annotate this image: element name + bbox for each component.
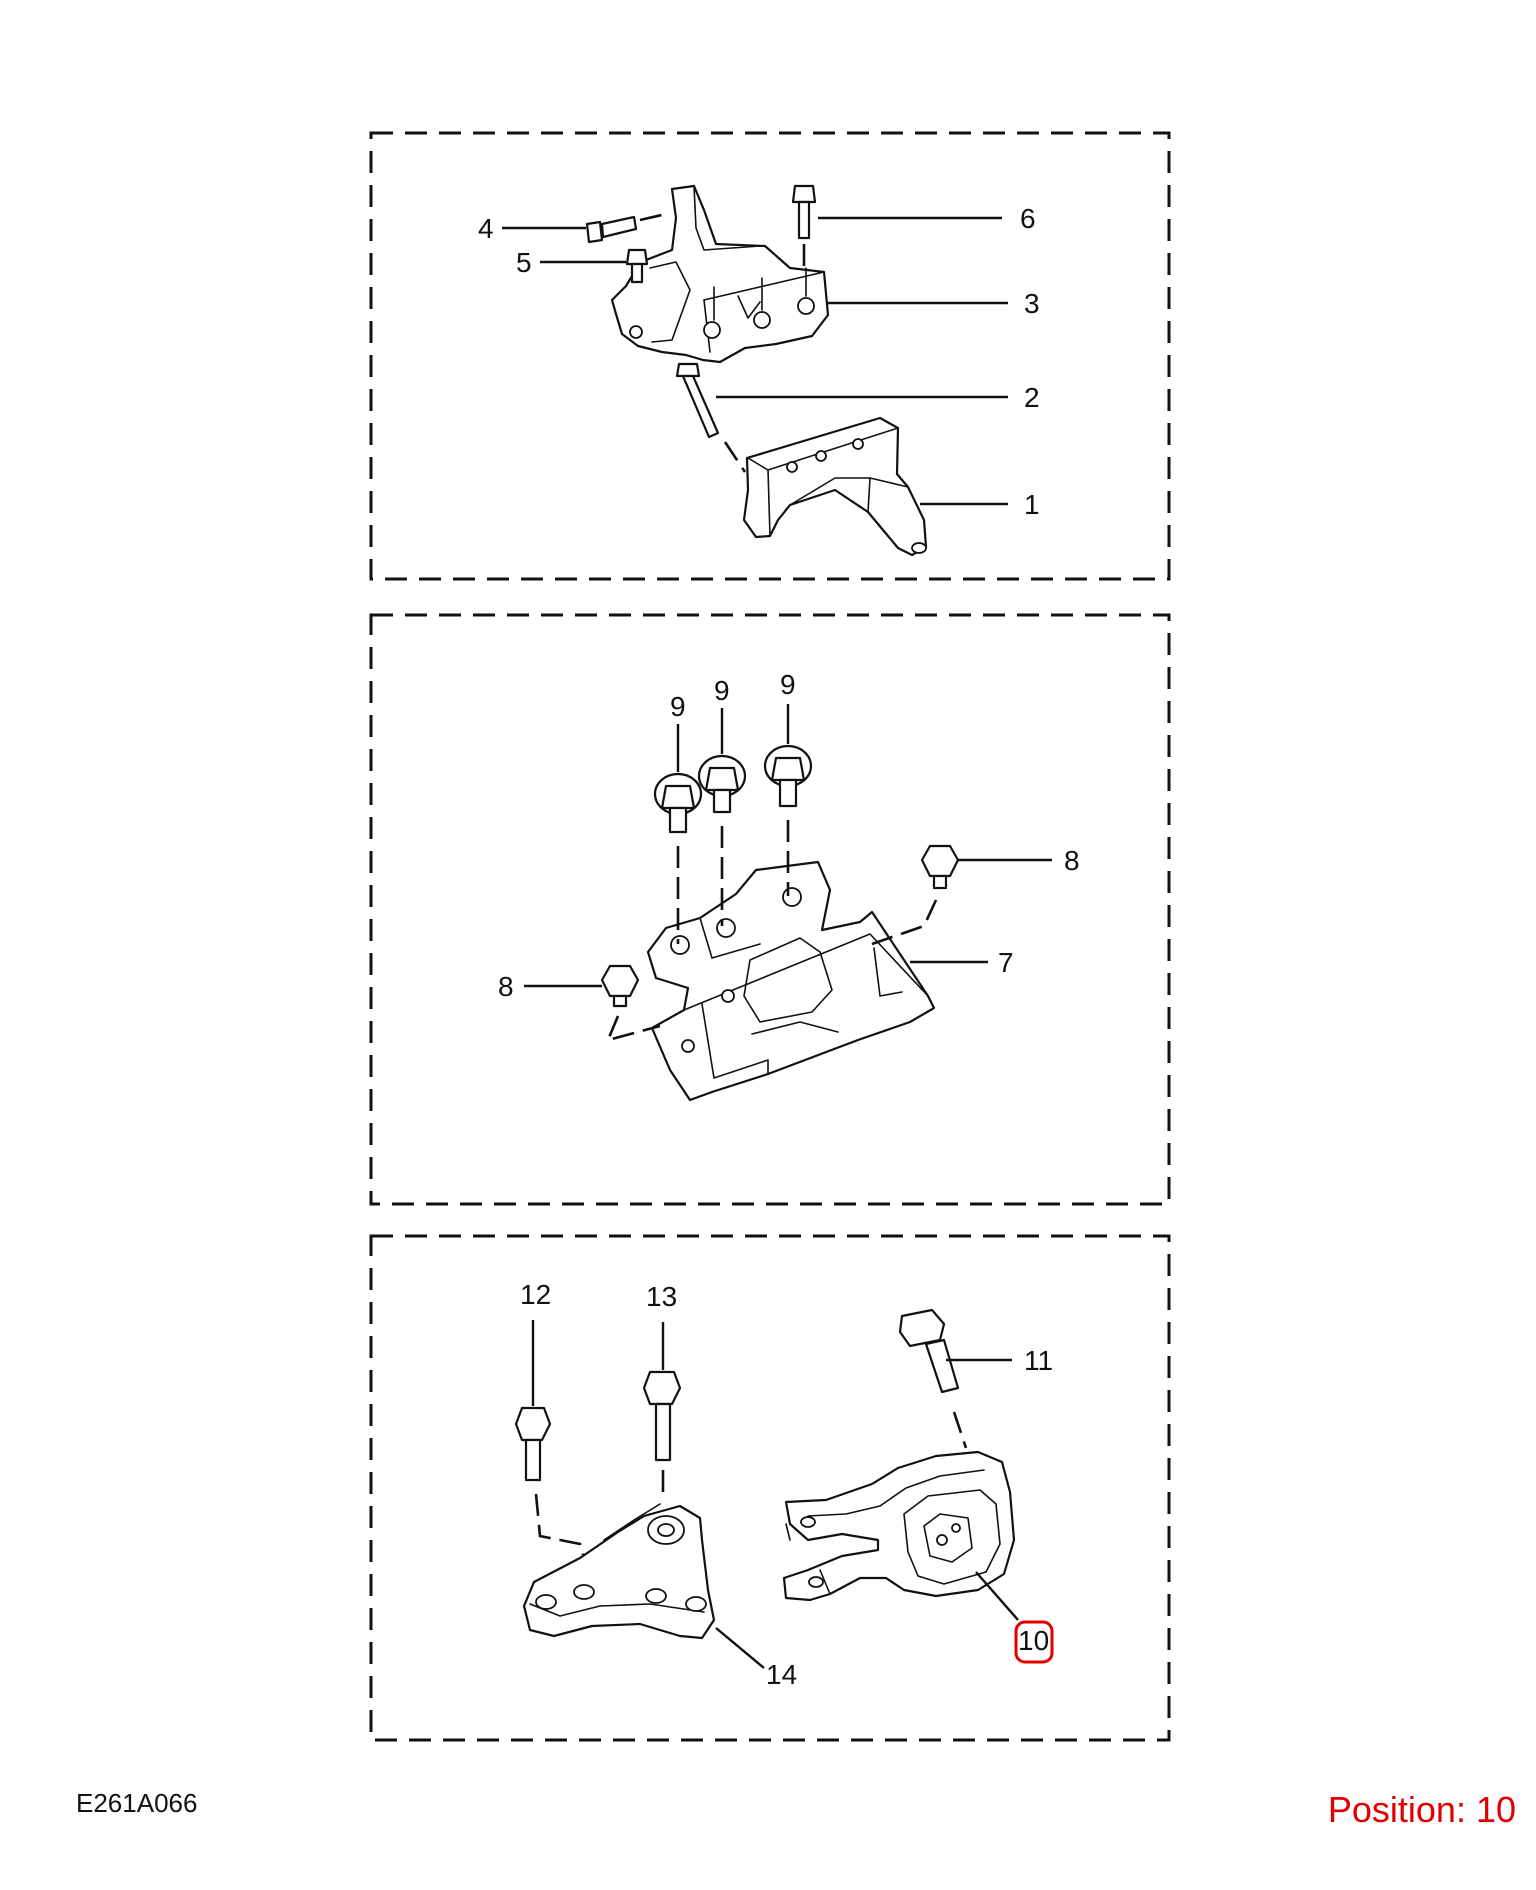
part-10-torque-rod[interactable] [782, 1450, 1016, 1602]
part-9-bolt-3[interactable] [763, 744, 813, 808]
callout-part-2[interactable]: 2 [1024, 382, 1040, 413]
alignment-line-part-4 [639, 212, 667, 222]
group-frame-middle [369, 613, 1171, 1206]
callout-part-14[interactable]: 14 [766, 1659, 797, 1690]
callout-part-6[interactable]: 6 [1020, 203, 1036, 234]
leader-part-14 [715, 1627, 765, 1669]
alignment-line-part-2 [723, 441, 747, 473]
alignment-line-part-8-left [605, 1015, 661, 1042]
callout-part-8-right[interactable]: 8 [1064, 845, 1080, 876]
part-12-bolt[interactable] [514, 1406, 552, 1482]
callout-part-13[interactable]: 13 [646, 1281, 677, 1312]
part-8-bolt-left[interactable] [600, 964, 640, 1008]
position-highlight-marker [1014, 1620, 1054, 1664]
part-9-bolt-1[interactable] [653, 772, 703, 834]
part-8-bolt-right[interactable] [920, 844, 960, 890]
callout-part-10[interactable]: 10 [1018, 1625, 1049, 1656]
group-frame-top [369, 131, 1171, 581]
callout-part-11[interactable]: 11 [1024, 1345, 1053, 1376]
group-frame-bottom [369, 1234, 1171, 1742]
part-3-engine-mount[interactable] [610, 184, 830, 364]
callout-part-3[interactable]: 3 [1024, 288, 1040, 319]
part-14-mount-bracket[interactable] [522, 1503, 716, 1640]
part-9-bolt-2[interactable] [697, 754, 747, 814]
position-label: Position: 10 [1328, 1789, 1516, 1830]
callout-part-9-2[interactable]: 9 [714, 675, 730, 706]
callout-part-1[interactable]: 1 [1024, 489, 1040, 520]
part-13-bolt[interactable] [642, 1370, 682, 1462]
part-1-bracket[interactable] [742, 416, 928, 557]
part-2-long-bolt[interactable] [675, 362, 720, 439]
alignment-line-part-11 [952, 1411, 968, 1449]
part-6-bolt[interactable] [791, 184, 817, 240]
callout-part-8-left[interactable]: 8 [498, 971, 514, 1002]
part-11-bolt[interactable] [898, 1308, 960, 1394]
callout-part-9-1[interactable]: 9 [670, 691, 686, 722]
callout-part-7[interactable]: 7 [998, 947, 1014, 978]
callout-part-12[interactable]: 12 [520, 1279, 551, 1310]
alignment-line-part-8-right [871, 899, 938, 946]
diagram-code: E261A066 [76, 1788, 197, 1818]
callout-part-5[interactable]: 5 [516, 247, 532, 278]
callout-part-9-3[interactable]: 9 [780, 669, 796, 700]
part-4-bolt[interactable] [585, 215, 638, 244]
leader-part-10 [975, 1571, 1019, 1621]
callout-part-4[interactable]: 4 [478, 213, 494, 244]
part-7-transmission-mount[interactable] [646, 860, 936, 1102]
part-5-bolt[interactable] [625, 248, 649, 284]
